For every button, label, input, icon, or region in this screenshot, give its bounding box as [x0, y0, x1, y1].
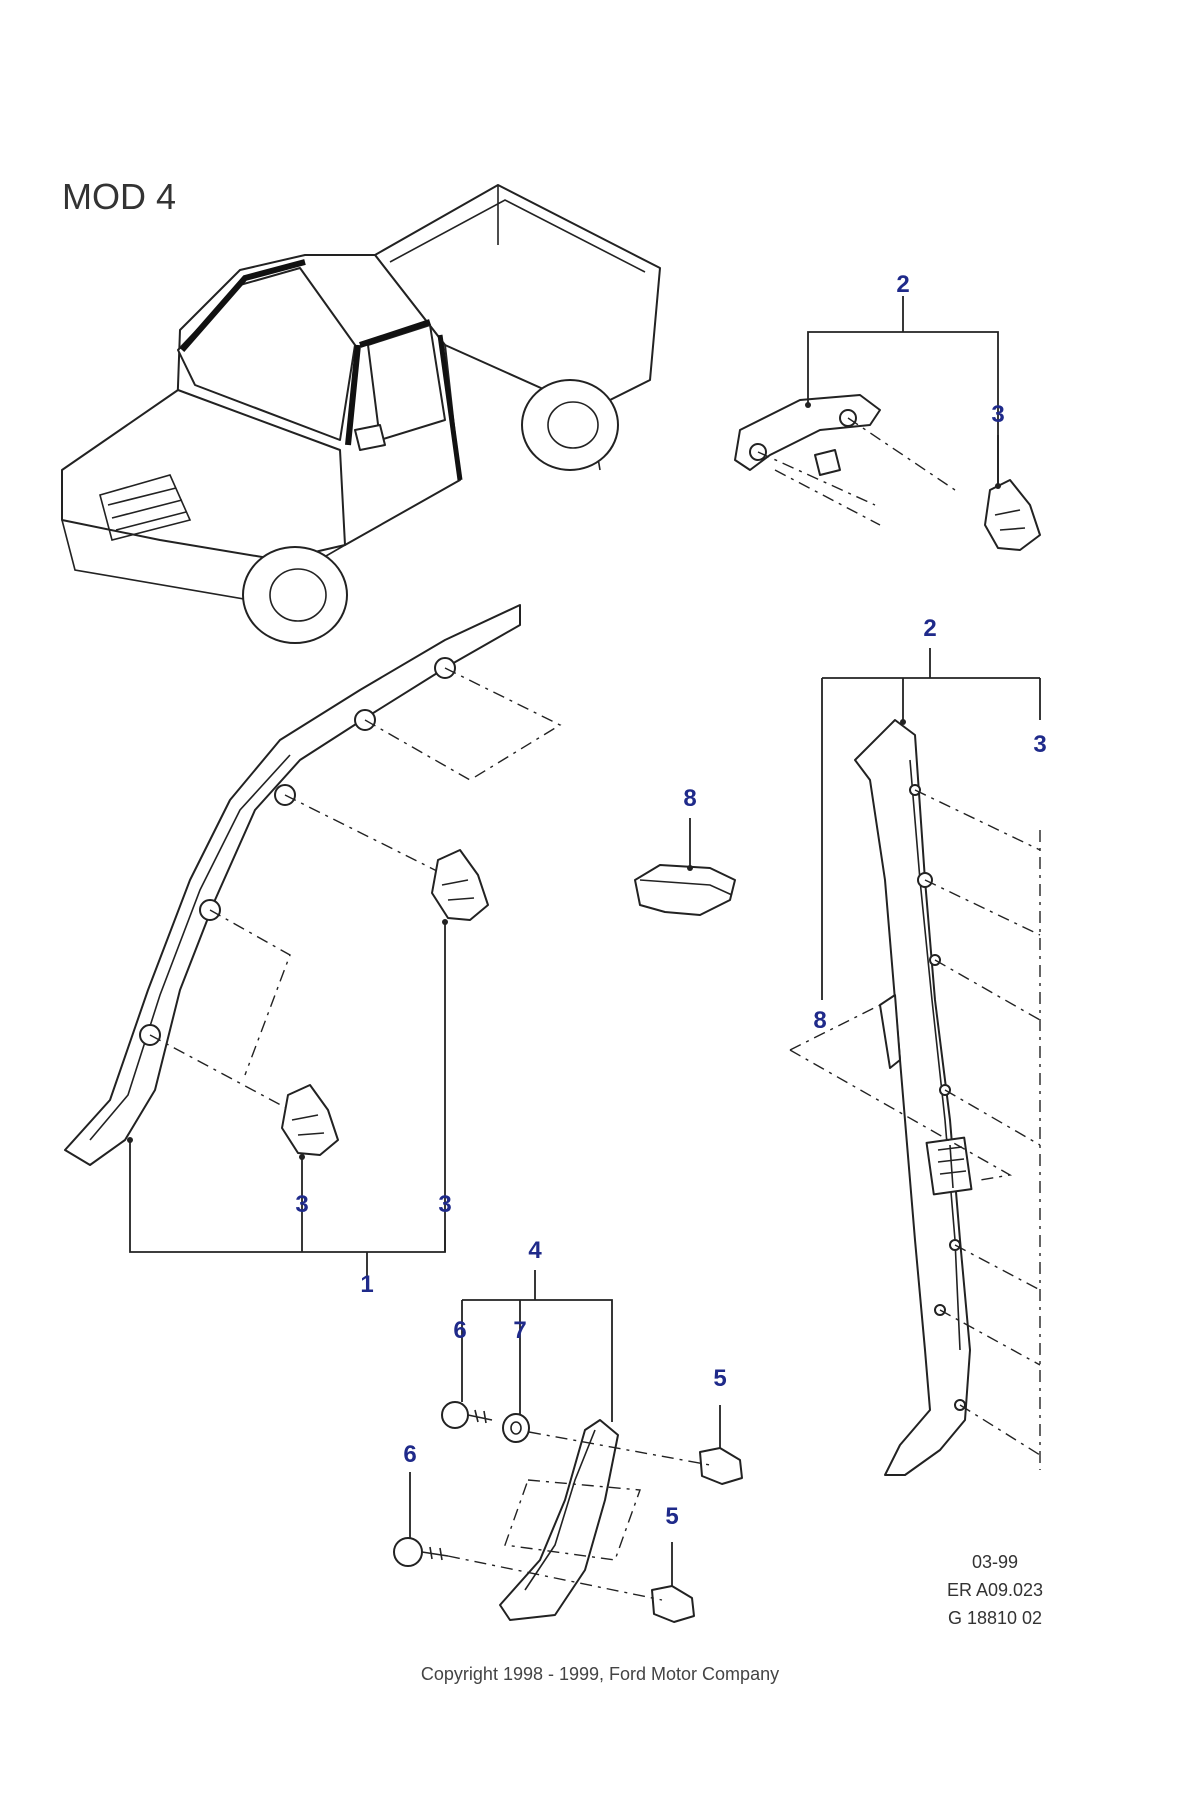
- sun-visor-clip-assembly: [734, 394, 1041, 551]
- callout-3-left-a: 3: [295, 1191, 308, 1218]
- callout-2-right: 2: [923, 615, 936, 642]
- callout-3-top: 3: [991, 401, 1004, 428]
- callout-1: 1: [360, 1271, 373, 1298]
- callout-5-a: 5: [713, 1365, 726, 1392]
- lower-pillar-trim-assembly: [393, 1401, 743, 1623]
- callout-3-right: 3: [1033, 731, 1046, 758]
- reference-g-code: G 18810 02: [947, 1608, 1043, 1628]
- callout-6-a: 6: [453, 1317, 466, 1344]
- callout-3-left-b: 3: [438, 1191, 451, 1218]
- retainer-clip-8: [634, 864, 736, 916]
- callout-2-top: 2: [896, 271, 909, 298]
- copyright-notice: Copyright 1998 - 1999, Ford Motor Compan…: [420, 1664, 780, 1684]
- callout-leaders: [127, 296, 1041, 1586]
- callout-4: 4: [528, 1237, 542, 1264]
- reference-date: 03-99: [971, 1552, 1019, 1572]
- pickup-truck-illustration: [61, 184, 661, 644]
- callout-5-b: 5: [665, 1503, 678, 1530]
- a-pillar-trim: [64, 604, 562, 1166]
- callout-8-right: 8: [813, 1007, 826, 1034]
- callout-8-center: 8: [683, 785, 696, 812]
- reference-er-code: ER A09.023: [946, 1580, 1044, 1600]
- callout-7: 7: [513, 1317, 526, 1344]
- model-title: MOD 4: [62, 176, 177, 217]
- callout-numbers: 2 3 2 3 8 8 3 3 1 4 6 7 5 6 5: [295, 271, 1046, 1530]
- callout-6-b: 6: [403, 1441, 416, 1468]
- b-pillar-trim: [789, 719, 1041, 1476]
